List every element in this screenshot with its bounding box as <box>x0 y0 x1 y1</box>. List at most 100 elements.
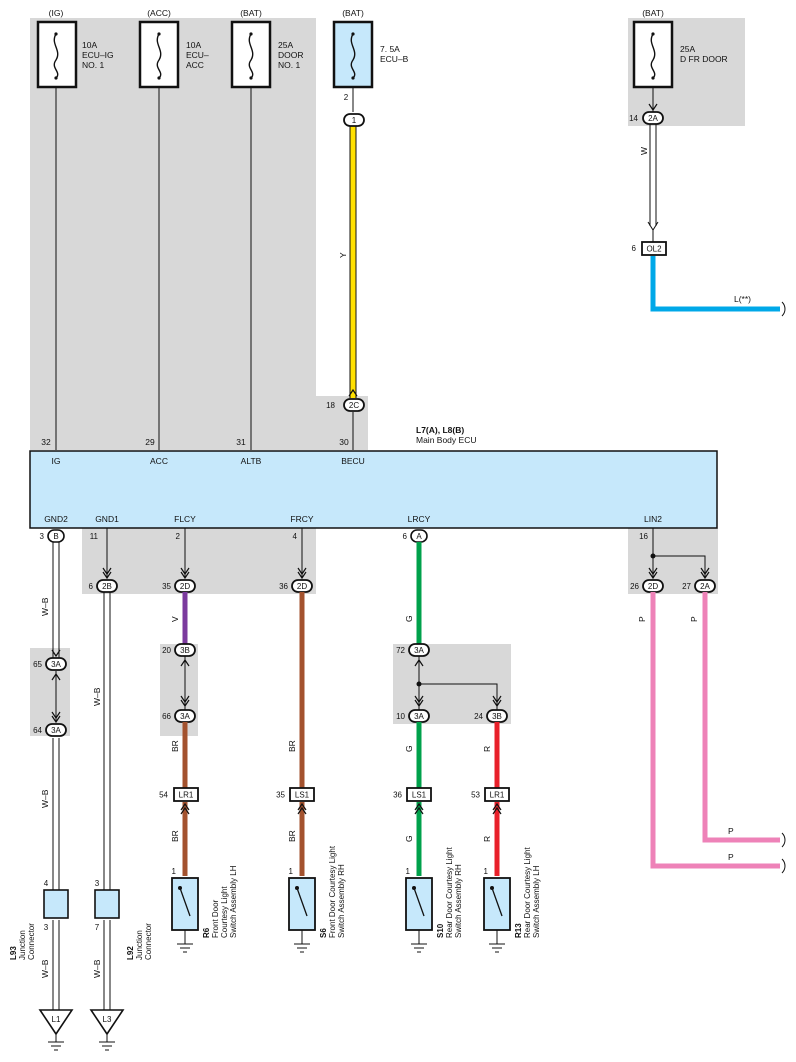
component-code: L92 <box>126 946 135 960</box>
shaded-areas <box>30 18 745 736</box>
wire-color-label: R <box>482 746 492 752</box>
connector-label: 3A <box>414 646 424 655</box>
ecu-pin-label: FRCY <box>290 514 313 524</box>
connector-label: 2D <box>180 582 190 591</box>
pin-number: 3 <box>95 879 100 888</box>
wire-color-label: BR <box>287 740 297 752</box>
fuse-ig <box>36 20 78 89</box>
junction-connector-l93 <box>43 889 69 919</box>
wire-w <box>647 124 659 242</box>
pin-number: 65 <box>33 660 42 669</box>
fuse-name-label: ECU–B <box>380 54 409 64</box>
pin-number: 32 <box>41 437 51 447</box>
wire-color-label: G <box>404 745 414 752</box>
pin-number: 1 <box>406 867 411 876</box>
fuse-source-label: (BAT) <box>240 8 262 18</box>
ecu-ref: L7(A), L8(B) <box>416 425 464 435</box>
component-name: Junction <box>18 930 27 960</box>
connector-label: LS1 <box>412 791 427 800</box>
wire-color-label: P <box>728 826 734 836</box>
fuse-source-label: (BAT) <box>642 8 664 18</box>
component-name: Connector <box>27 923 36 960</box>
pin-number: 66 <box>162 712 171 721</box>
fuse-amp-label: 25A <box>680 44 695 54</box>
pin-number: 29 <box>145 437 155 447</box>
fuse-amp-label: 10A <box>186 40 201 50</box>
fuse-amp-label: 10A <box>82 40 97 50</box>
fuse-name-label: ECU–IG <box>82 50 114 60</box>
ecu-pin-label: ALTB <box>241 456 262 466</box>
ground-label: L1 <box>52 1015 61 1024</box>
pin-number: 35 <box>162 582 171 591</box>
connector-label: 1 <box>352 116 357 125</box>
wire-color-label: W–B <box>92 959 102 978</box>
component-name: Connector <box>144 923 153 960</box>
fuse-name-label: ACC <box>186 60 204 70</box>
connector-label: LS1 <box>295 791 310 800</box>
wire-color-label: P <box>689 616 699 622</box>
pin-number: 35 <box>276 791 285 800</box>
pin-number: 24 <box>474 712 483 721</box>
connector-label: OL2 <box>646 245 662 254</box>
pin-number: 53 <box>471 791 480 800</box>
fuse-name-label: NO. 1 <box>278 60 300 70</box>
main-body-ecu <box>29 450 718 529</box>
wire-color-label: V <box>170 616 180 622</box>
connector-label: A <box>416 532 422 541</box>
wire-color-label: W–B <box>40 959 50 978</box>
fuse-source-label: (ACC) <box>147 8 171 18</box>
wire-color-label: W–B <box>40 789 50 808</box>
connector-label: 3A <box>51 726 61 735</box>
pin-number: 3 <box>44 923 49 932</box>
ecu-pin-label: ACC <box>150 456 168 466</box>
component-name: Switch Assembly LH <box>229 865 238 938</box>
fuse-amp-label: 7. 5A <box>380 44 400 54</box>
fuse-name-label: DOOR <box>278 50 304 60</box>
component-name: Front Door <box>211 899 220 938</box>
connector-label: LR1 <box>490 791 505 800</box>
pin-number: 16 <box>639 532 648 541</box>
switch-s10 <box>405 877 433 953</box>
fuse-d-fr-door <box>632 20 674 89</box>
component-name: Junction <box>135 930 144 960</box>
switch-r6 <box>171 877 199 953</box>
wire-color-label: W–B <box>40 597 50 616</box>
pin-number: 64 <box>33 726 42 735</box>
pin-number: 20 <box>162 646 171 655</box>
component-code: L93 <box>9 946 18 960</box>
ground-l3 <box>89 1009 125 1051</box>
fuse-source-label: (IG) <box>49 8 64 18</box>
wire-color-label: P <box>728 852 734 862</box>
upper-wires <box>55 87 654 450</box>
pin-number: 4 <box>293 532 298 541</box>
connector-label: 3A <box>414 712 424 721</box>
wire-color-label: G <box>404 835 414 842</box>
wire-l <box>650 256 780 312</box>
connector-label: 3B <box>180 646 190 655</box>
pin-number: 6 <box>89 582 94 591</box>
connector-label: LR1 <box>179 791 194 800</box>
switch-s6 <box>288 877 316 953</box>
ecu-pin-label: LIN2 <box>644 514 662 524</box>
connector-label: 2A <box>700 582 710 591</box>
pin-number: 7 <box>95 923 100 932</box>
ecu-pin-label: BECU <box>341 456 365 466</box>
component-name: Front Door Courtesy Light <box>328 845 337 938</box>
wire-color-label: G <box>404 615 414 622</box>
wire-color-label: P <box>637 616 647 622</box>
component-name: Rear Door Courtesy Light <box>445 847 454 938</box>
component-name: Switch Assembly RH <box>454 864 463 938</box>
fuse-name-label: ECU– <box>186 50 209 60</box>
component-name: Switch Assembly LH <box>532 865 541 938</box>
connector-label: 2D <box>297 582 307 591</box>
fuse-ecu-b <box>332 20 374 89</box>
connector-label: 2A <box>648 114 658 123</box>
pin-number: 26 <box>630 582 639 591</box>
pin-number: 1 <box>172 867 177 876</box>
pin-number: 36 <box>279 582 288 591</box>
fuse-acc <box>138 20 180 89</box>
fuse-source-label: (BAT) <box>342 8 364 18</box>
pin-number: 11 <box>90 532 99 541</box>
connector-label: 2B <box>102 582 112 591</box>
